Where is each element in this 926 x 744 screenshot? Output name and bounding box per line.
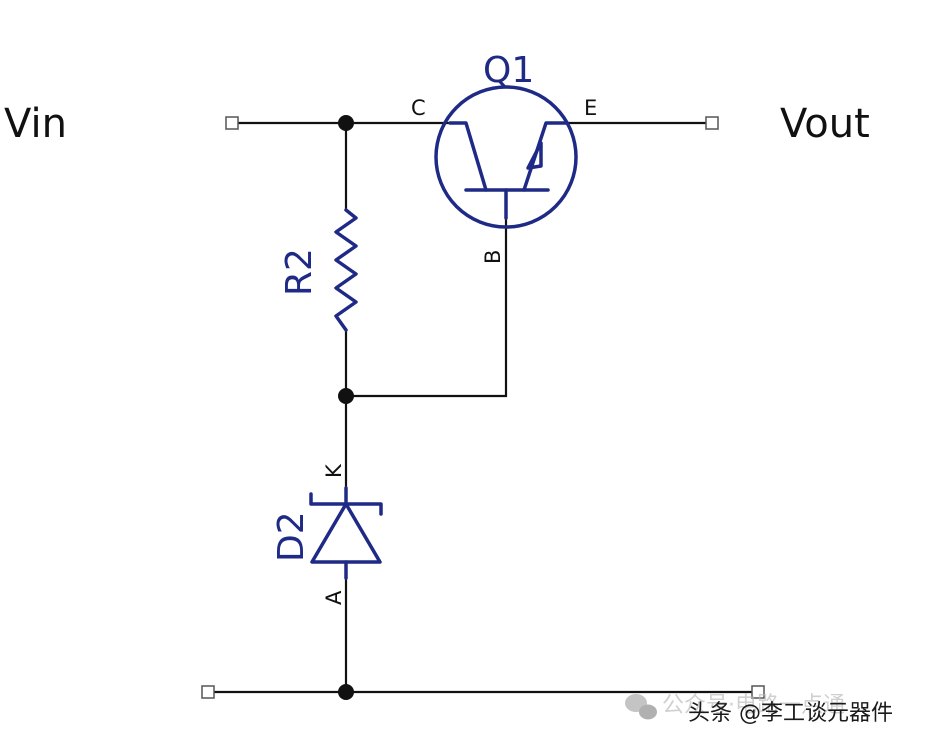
- junctions: [338, 115, 354, 700]
- junction-dot-bottom: [338, 684, 354, 700]
- collector-pin-label: C: [411, 96, 426, 120]
- wire-base-feed: [346, 218, 508, 398]
- cathode-pin-label: K: [322, 463, 346, 478]
- transistor-ref-label: Q1: [483, 50, 534, 91]
- resistor-r2-zigzag: [334, 208, 358, 332]
- vin-label: Vin: [4, 101, 67, 147]
- terminal-ground-left: [201, 685, 215, 699]
- watermark-main-text: 头条 @李工谈元器件: [688, 701, 893, 726]
- terminal-vout: [705, 116, 719, 130]
- transistor-emitter-arrow: [526, 141, 543, 170]
- wires: [214, 121, 752, 694]
- transistor-q1-symbol: [434, 85, 578, 229]
- vout-label: Vout: [780, 101, 870, 147]
- terminal-vin: [225, 116, 239, 130]
- emitter-pin-label: E: [584, 96, 597, 120]
- zener-d2-symbol: [309, 486, 383, 580]
- watermark-faded-text: 公众号·电路一点通: [662, 693, 845, 718]
- watermark: 公众号·电路一点通 头条 @李工谈元器件: [625, 693, 893, 726]
- resistor-ref-label: R2: [279, 248, 320, 296]
- zener-triangle: [310, 502, 382, 564]
- zener-ref-label: D2: [271, 511, 312, 562]
- wechat-icon: [625, 694, 657, 720]
- terminal-ground-right: [751, 685, 765, 699]
- transistor-body: [434, 85, 578, 229]
- base-pin-label: B: [481, 250, 505, 264]
- transistor-collector-lead: [448, 121, 488, 192]
- transistor-emitter-lead: [522, 121, 568, 192]
- junction-dot-middle: [338, 388, 354, 404]
- junction-dot-top: [338, 115, 354, 131]
- anode-pin-label: A: [322, 590, 346, 605]
- terminals: [201, 116, 765, 699]
